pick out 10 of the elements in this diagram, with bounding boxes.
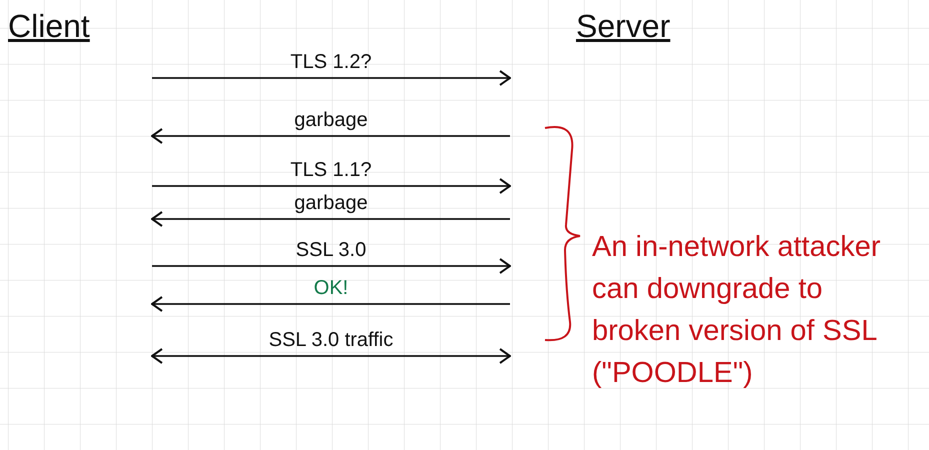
note-text: An in-network attacker can downgrade to broken version of SSL ("POODLE") [592, 230, 882, 391]
message-label: TLS 1.1? [290, 160, 372, 180]
message-label: SSL 3.0 [296, 240, 366, 260]
message-label: SSL 3.0 traffic [268, 330, 394, 350]
message-label: garbage [294, 110, 368, 130]
message-label: garbage [294, 193, 368, 213]
message-label: OK! [314, 278, 348, 298]
column-heading: Server [576, 10, 670, 42]
column-heading: Client [8, 10, 90, 42]
message-label: TLS 1.2? [290, 52, 372, 72]
